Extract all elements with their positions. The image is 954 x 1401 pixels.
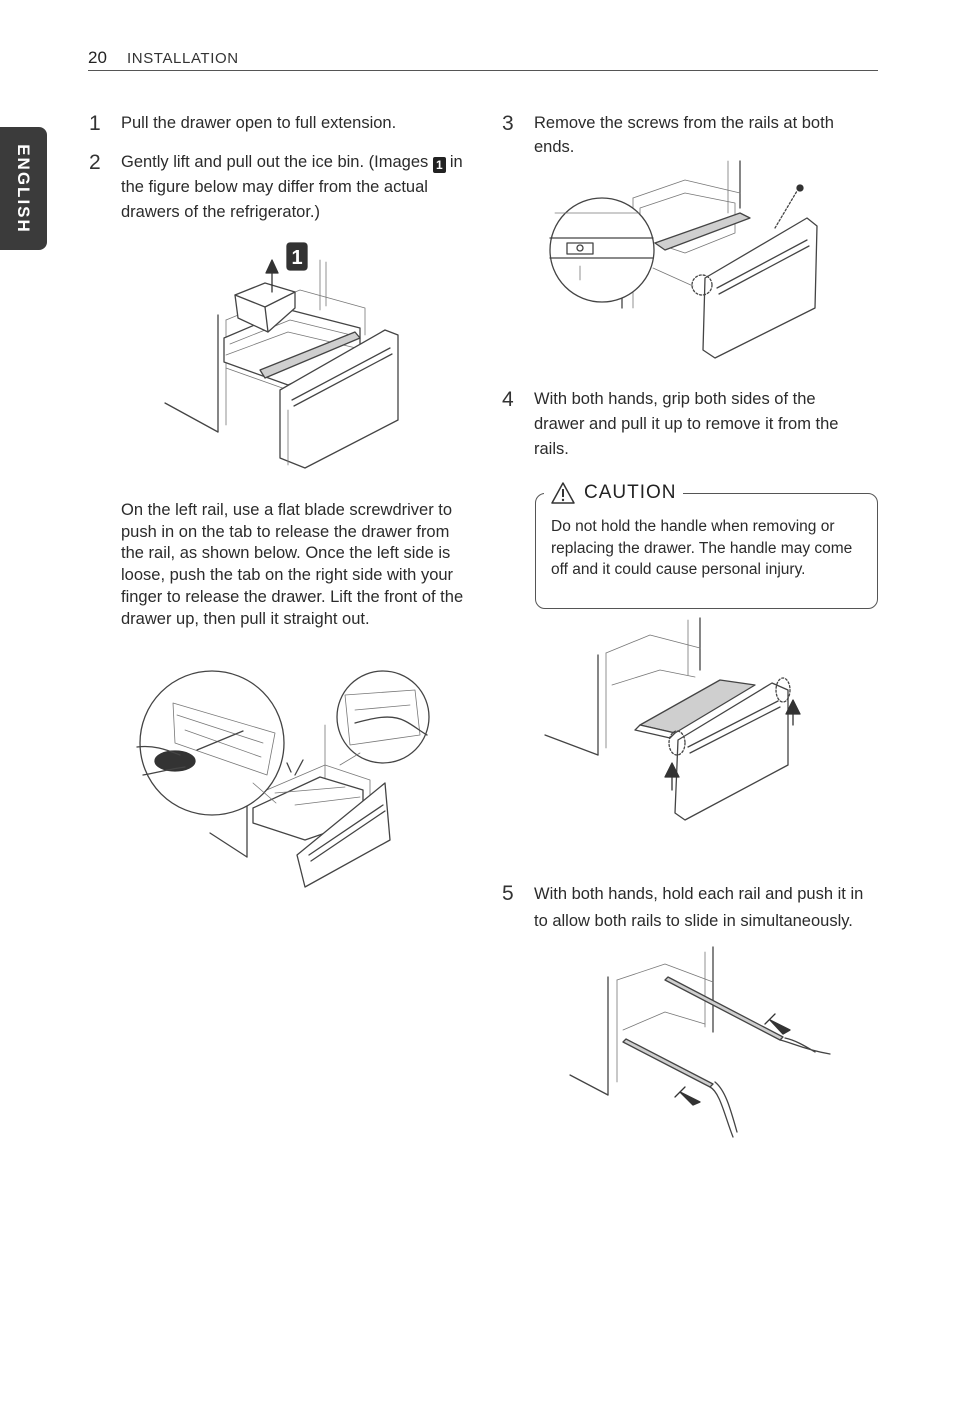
step-2-text-end: in the figure below may differ from the …: [121, 153, 463, 221]
step-2-text-start: Gently lift and pull out the ice bin. (I…: [121, 153, 429, 171]
step-2-text: Gently lift and pull out the ice bin. (I…: [121, 150, 466, 225]
figure-callout-number: 1: [291, 247, 302, 269]
page-number: 20: [88, 48, 107, 67]
left-rail-instructions: On the left rail, use a flat blade screw…: [121, 501, 464, 628]
section-title: INSTALLATION: [127, 50, 239, 67]
step-4-number: 4: [502, 388, 514, 411]
warning-triangle-icon: [551, 482, 575, 504]
step-5-text: With both hands, hold each rail and push…: [534, 885, 864, 930]
step-3-text: Remove the screws from the rails at both…: [534, 114, 834, 156]
step-1-text: Pull the drawer open to full extension.: [121, 114, 397, 132]
figure-remove-ice-bin: 1: [164, 242, 399, 469]
step-5-number: 5: [502, 882, 514, 905]
figure-lift-drawer: [544, 617, 801, 821]
figure-remove-rail-screws: [549, 160, 818, 359]
caution-label: CAUTION: [584, 482, 677, 503]
caution-box: CAUTION Do not hold the handle when remo…: [535, 478, 878, 609]
step-3-number: 3: [502, 112, 514, 135]
step-4-text: With both hands, grip both sides of the …: [534, 390, 839, 458]
language-label: ENGLISH: [14, 144, 33, 234]
caution-header: CAUTION: [544, 478, 683, 508]
step-2-number: 2: [89, 151, 101, 174]
figure-push-rails: [569, 946, 831, 1138]
figure-release-drawer-tab: [136, 670, 430, 888]
language-tab: ENGLISH: [0, 127, 47, 250]
page-header: 20 INSTALLATION: [88, 48, 878, 71]
step-1-number: 1: [89, 112, 101, 135]
caution-text: Do not hold the handle when removing or …: [551, 518, 853, 579]
figure-callout-badge: 1: [432, 157, 446, 173]
